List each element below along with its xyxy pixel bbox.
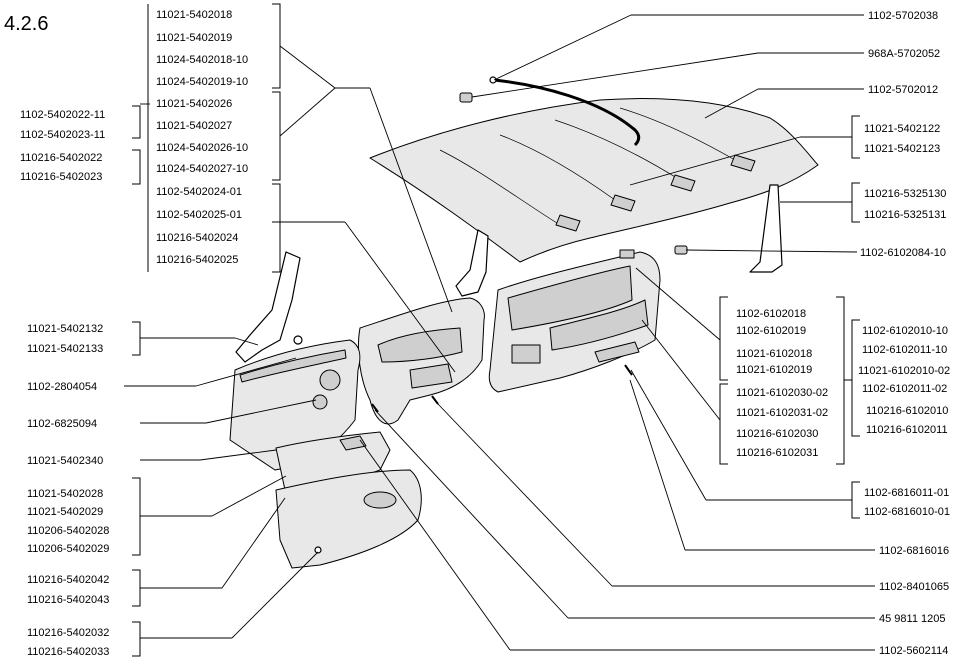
brackets xyxy=(132,3,860,657)
front-pillar-trim xyxy=(455,229,489,297)
label-110206-5402029: 110206-5402029 xyxy=(27,543,109,555)
label-110216-5325130: 110216-5325130 xyxy=(864,188,946,200)
label-110216-5402025: 110216-5402025 xyxy=(156,254,238,266)
label-11024-5402018-10: 11024-5402018-10 xyxy=(156,54,248,66)
label-110216-6102030: 110216-6102030 xyxy=(736,428,818,440)
label-11021-6102030-02: 11021-6102030-02 xyxy=(736,387,828,399)
label-11021-5402123: 11021-5402123 xyxy=(864,143,940,155)
rear-pillar-trim-right xyxy=(749,184,783,273)
roof-clip xyxy=(459,92,473,103)
label-110216-6102031: 110216-6102031 xyxy=(736,447,818,459)
labels: 11021-5402018 11021-5402019 11024-540201… xyxy=(20,9,950,658)
label-11021-5402133: 11021-5402133 xyxy=(27,343,103,355)
label-11021-6102019: 11021-6102019 xyxy=(736,364,812,376)
label-11021-6102018: 11021-6102018 xyxy=(736,348,812,360)
label-1102-5702012: 1102-5702012 xyxy=(868,84,938,96)
label-11024-5402019-10: 11024-5402019-10 xyxy=(156,76,248,88)
label-1102-6102018: 1102-6102018 xyxy=(736,308,806,320)
label-11021-5402340: 11021-5402340 xyxy=(27,455,103,467)
label-1102-8401065: 1102-8401065 xyxy=(879,581,949,593)
label-11021-5402027: 11021-5402027 xyxy=(156,120,232,132)
label-1102-2804054: 1102-2804054 xyxy=(27,381,97,393)
label-11021-5402122: 11021-5402122 xyxy=(864,123,940,135)
label-11021-5402029: 11021-5402029 xyxy=(27,506,103,518)
label-110216-5402042: 110216-5402042 xyxy=(27,574,109,586)
label-1102-6102084-10: 1102-6102084-10 xyxy=(860,247,946,259)
label-110216-6102010: 110216-6102010 xyxy=(866,405,948,417)
label-110206-5402028: 110206-5402028 xyxy=(27,525,109,537)
label-1102-6102011-10: 1102-6102011-10 xyxy=(862,344,947,356)
label-1102-6816016: 1102-6816016 xyxy=(879,545,949,557)
label-1102-6816010-01: 1102-6816010-01 xyxy=(864,506,950,518)
label-110216-6102011: 110216-6102011 xyxy=(866,424,948,436)
label-1102-5702038: 1102-5702038 xyxy=(868,10,938,22)
label-110216-5402033: 110216-5402033 xyxy=(27,646,109,658)
leader-lines xyxy=(124,14,875,651)
label-11021-5402026: 11021-5402026 xyxy=(156,98,232,110)
wheel-arch-trim xyxy=(275,469,422,569)
label-1102-6102011-02: 1102-6102011-02 xyxy=(862,383,947,395)
label-11021-5402019: 11021-5402019 xyxy=(156,32,232,44)
label-110216-5402043: 110216-5402043 xyxy=(27,594,109,606)
figure-number: 4.2.6 xyxy=(4,13,48,35)
label-11024-5402027-10: 11024-5402027-10 xyxy=(156,163,248,175)
label-11021-6102031-02: 11021-6102031-02 xyxy=(736,407,828,419)
label-45-9811-1205: 45 9811 1205 xyxy=(879,613,945,625)
label-1102-5602114: 1102-5602114 xyxy=(879,645,948,657)
label-968A-5702052: 968A-5702052 xyxy=(868,48,940,60)
rear-door-trim-panel xyxy=(357,297,485,425)
label-1102-6102010-10: 1102-6102010-10 xyxy=(862,325,948,337)
label-1102-6825094: 1102-6825094 xyxy=(27,418,97,430)
label-11024-5402026-10: 11024-5402026-10 xyxy=(156,142,248,154)
label-1102-6102019: 1102-6102019 xyxy=(736,325,806,337)
label-11021-5402132: 11021-5402132 xyxy=(27,323,103,335)
label-1102-5402025-01: 1102-5402025-01 xyxy=(156,209,242,221)
headliner-roof-lining xyxy=(369,98,819,263)
roof-rail-bracket xyxy=(235,251,303,363)
label-1102-5402023-11: 1102-5402023-11 xyxy=(20,129,105,141)
rear-side-trim-panel xyxy=(229,339,361,471)
label-11021-5402028: 11021-5402028 xyxy=(27,488,103,500)
roof-drain-channel xyxy=(489,76,641,147)
label-1102-6816011-01: 1102-6816011-01 xyxy=(864,487,949,499)
label-11021-6102010-02: 11021-6102010-02 xyxy=(858,365,950,377)
label-11021-5402018: 11021-5402018 xyxy=(156,9,232,21)
label-110216-5402024: 110216-5402024 xyxy=(156,232,238,244)
label-110216-5402022: 110216-5402022 xyxy=(20,152,102,164)
label-110216-5402023: 110216-5402023 xyxy=(20,171,102,183)
label-1102-5402024-01: 1102-5402024-01 xyxy=(156,186,242,198)
label-1102-5402022-11: 1102-5402022-11 xyxy=(20,109,105,121)
label-110216-5325131: 110216-5325131 xyxy=(864,209,946,221)
front-door-trim-panel xyxy=(488,249,661,393)
label-110216-5402032: 110216-5402032 xyxy=(27,627,109,639)
